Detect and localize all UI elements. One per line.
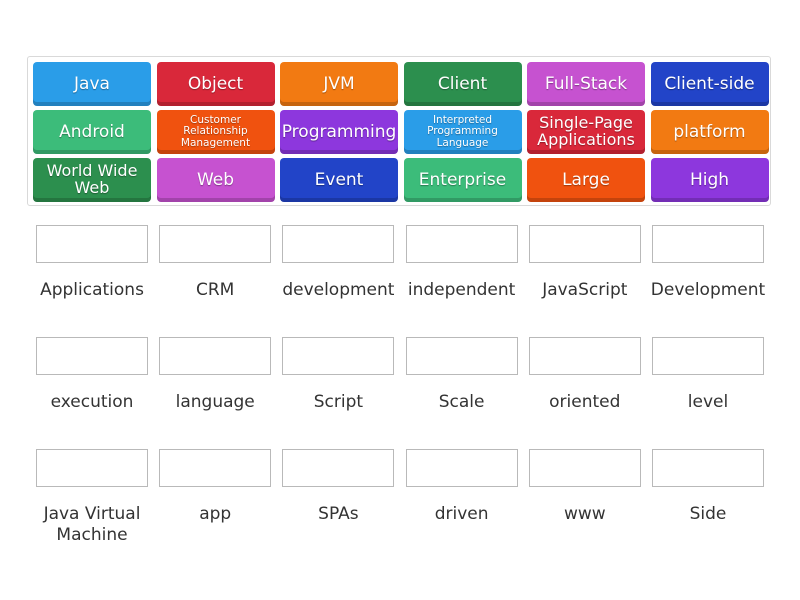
drop-slot[interactable] [652,337,764,375]
slot-label: execution [50,392,134,412]
slot-label: CRM [196,280,235,300]
tile-web[interactable]: Web [156,158,275,202]
drop-slot[interactable] [652,449,764,487]
drop-slot[interactable] [36,337,148,375]
slot-label: Script [313,392,364,412]
slot-label: level [687,392,729,412]
drop-slot[interactable] [159,449,272,487]
tile-android[interactable]: Android [33,110,151,154]
drop-slot[interactable] [36,225,148,263]
slot-label: www [563,504,606,524]
tile-high[interactable]: High [650,158,769,202]
word-bank [27,56,771,206]
drop-slot[interactable] [652,225,764,263]
slot-label: Java Virtual Machine [43,504,141,546]
drop-slot[interactable] [282,449,395,487]
drop-slot[interactable] [528,449,641,487]
slot-label: Applications [40,280,144,300]
tile-single-page-applications[interactable]: Single-Page Applications [527,110,645,154]
drop-slot[interactable] [405,225,518,263]
slot-label: Development [650,280,766,300]
tile-customer-relationship-management[interactable]: Customer Relationship Management [156,110,275,154]
slot-label: language [175,392,255,412]
drop-slot[interactable] [528,337,641,375]
slot-label: Scale [438,392,485,412]
drop-slot[interactable] [282,225,395,263]
tile-large[interactable]: Large [527,158,645,202]
tile-object[interactable]: Object [156,62,275,106]
slot-label: JavaScript [542,280,628,300]
slot-label: SPAs [318,504,359,524]
tile-enterprise[interactable]: Enterprise [403,158,522,202]
tile-client[interactable]: Client [403,62,522,106]
tile-event[interactable]: Event [280,158,398,202]
drop-slot[interactable] [528,225,641,263]
tile-platform[interactable]: platform [650,110,769,154]
tile-client-side[interactable]: Client-side [650,62,769,106]
tile-jvm[interactable]: JVM [280,62,398,106]
slot-label: independent [407,280,516,300]
tile-world-wide-web[interactable]: World Wide Web [33,158,151,202]
slot-label: Side [689,504,727,524]
slot-label: oriented [549,392,621,412]
tile-interpreted-programming-language[interactable]: Interpreted Programming Language [403,110,522,154]
slot-label: driven [434,504,489,524]
slot-label: app [199,504,232,524]
drop-slot[interactable] [405,449,518,487]
slot-label: development [282,280,395,300]
drop-slot[interactable] [159,337,272,375]
drop-slot[interactable] [282,337,395,375]
drop-slot[interactable] [36,449,148,487]
drop-slot[interactable] [405,337,518,375]
tile-programming[interactable]: Programming [280,110,398,154]
tile-full-stack[interactable]: Full-Stack [527,62,645,106]
drop-slot[interactable] [159,225,272,263]
tile-java[interactable]: Java [33,62,151,106]
